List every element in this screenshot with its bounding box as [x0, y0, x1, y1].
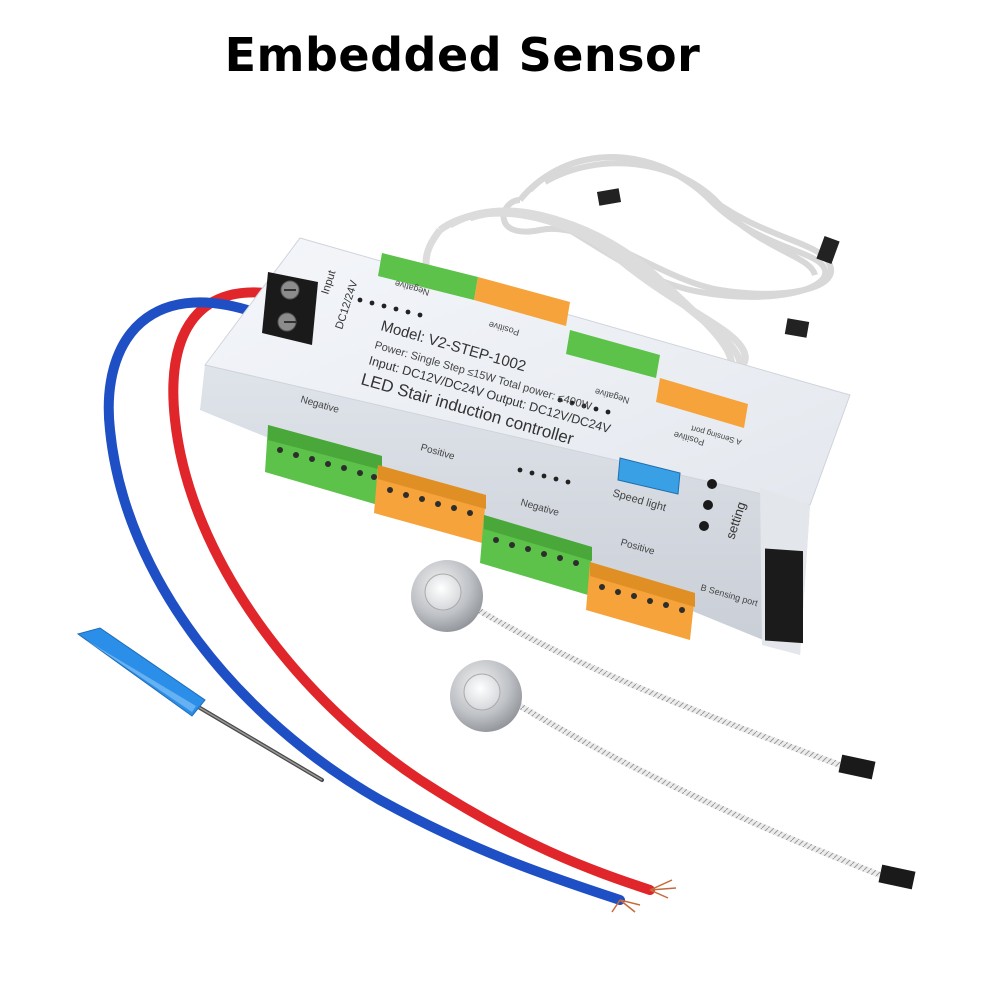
pir-sensor-2: [450, 660, 916, 890]
speed-display: [617, 457, 681, 495]
terminal-block-green-back: [378, 253, 478, 300]
red-wire: [168, 287, 655, 895]
terminal-block-orange-back-2: [656, 378, 748, 428]
terminal-block-green-front-2: [480, 515, 592, 595]
coiled-cable-back: [500, 154, 835, 300]
screwdriver-icon: [76, 627, 324, 782]
terminal-block-orange-back: [474, 277, 570, 326]
led-indicator-rows: [357, 297, 611, 485]
terminal-block-orange-front: [374, 465, 486, 543]
terminal-screws: [277, 447, 685, 613]
terminal-block-orange-front-2: [586, 562, 695, 640]
terminal-block-green-front: [265, 425, 382, 505]
input-terminal: [262, 272, 318, 345]
terminal-block-green-back-2: [566, 330, 660, 378]
setting-buttons[interactable]: [699, 479, 717, 531]
wire-strands: [611, 879, 677, 913]
cable-plug-icon: [596, 188, 840, 338]
page-title: Embedded Sensor: [224, 28, 701, 82]
pir-sensor-1: [411, 560, 876, 780]
blue-wire: [103, 297, 625, 905]
